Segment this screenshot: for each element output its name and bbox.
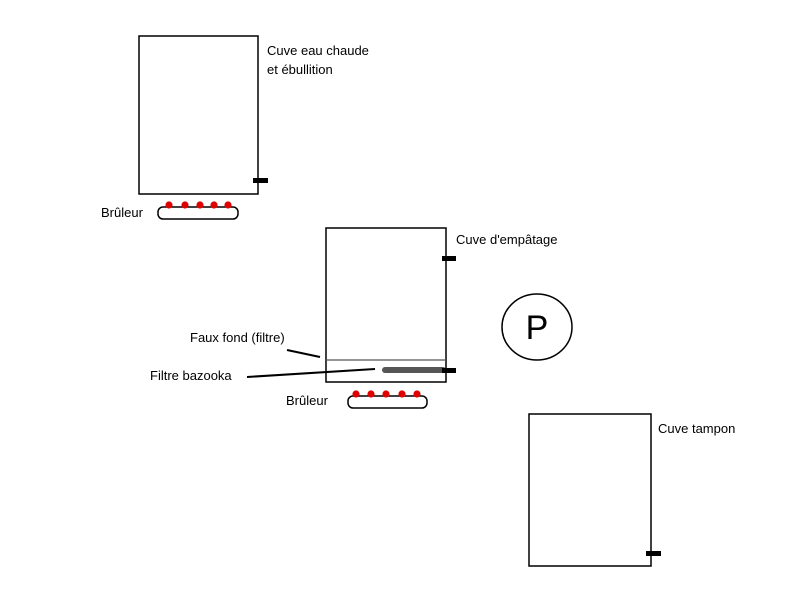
false-bottom-label: Faux fond (filtre) xyxy=(190,330,285,345)
flame-icon xyxy=(367,390,375,398)
mash-tank xyxy=(325,227,456,383)
bazooka-filter-bar xyxy=(382,367,446,373)
hot-water-tank-label-line1: Cuve eau chaude xyxy=(267,43,369,58)
pump-label: P xyxy=(526,309,549,347)
burner-middle-label: Brûleur xyxy=(286,393,329,408)
burner-top xyxy=(157,201,239,220)
flame-icon xyxy=(210,201,218,209)
flame-icon xyxy=(165,201,173,209)
flame-icon xyxy=(196,201,204,209)
hot-water-tank-valve xyxy=(253,178,268,183)
hot-water-tank xyxy=(138,35,268,195)
mash-tank-label: Cuve d'empâtage xyxy=(456,232,558,247)
flame-icon xyxy=(382,390,390,398)
buffer-tank xyxy=(528,413,661,567)
bazooka-filter-label: Filtre bazooka xyxy=(150,368,232,383)
burner-top-label: Brûleur xyxy=(101,205,144,220)
flame-icon xyxy=(224,201,232,209)
hot-water-tank-label-line2: et ébullition xyxy=(267,62,333,77)
flame-icon xyxy=(352,390,360,398)
flame-icon xyxy=(398,390,406,398)
buffer-tank-label: Cuve tampon xyxy=(658,421,735,436)
mash-tank-valve-bottom xyxy=(442,368,456,373)
flame-icon xyxy=(181,201,189,209)
flame-icon xyxy=(413,390,421,398)
buffer-tank-valve xyxy=(646,551,661,556)
bazooka-filter-leader xyxy=(246,368,376,378)
pump: P xyxy=(501,293,573,361)
burner-middle xyxy=(347,390,428,409)
mash-tank-valve-top xyxy=(442,256,456,261)
false-bottom-leader xyxy=(286,349,321,358)
